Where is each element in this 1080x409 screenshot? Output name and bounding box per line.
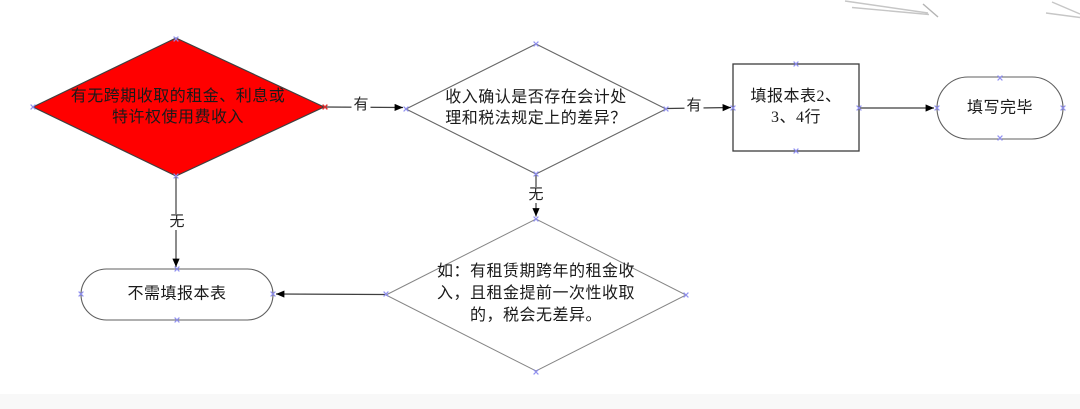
node-difference-text: 收入确认是否存在会计处 理和税法规定上的差异？ xyxy=(445,89,627,127)
bottom-faint-band xyxy=(0,394,1080,409)
start-decision-diamond xyxy=(31,37,326,177)
node-no-need-text: 不需填报本表 xyxy=(127,285,227,303)
edge-label-start-no: 无 xyxy=(167,214,187,230)
node-example-text: 如：有租赁期跨年的租金收 入，且租金提前一次性收取 的，税会无差异。 xyxy=(436,263,635,324)
node-complete-text: 填写完毕 xyxy=(966,99,1033,117)
edge-label-start-yes: 有 xyxy=(351,97,371,113)
cropped-artifact-lines xyxy=(844,0,1080,19)
connector-example-to-no-need xyxy=(275,290,386,298)
edge-label-difference-yes: 有 xyxy=(684,98,704,114)
edge-label-difference-no: 无 xyxy=(526,187,546,203)
node-fill-rows-text: 填报本表2、 3、4行 xyxy=(750,88,842,126)
node-start-text: 有无跨期收取的租金、利息或 特许权使用费收入 xyxy=(70,88,286,126)
